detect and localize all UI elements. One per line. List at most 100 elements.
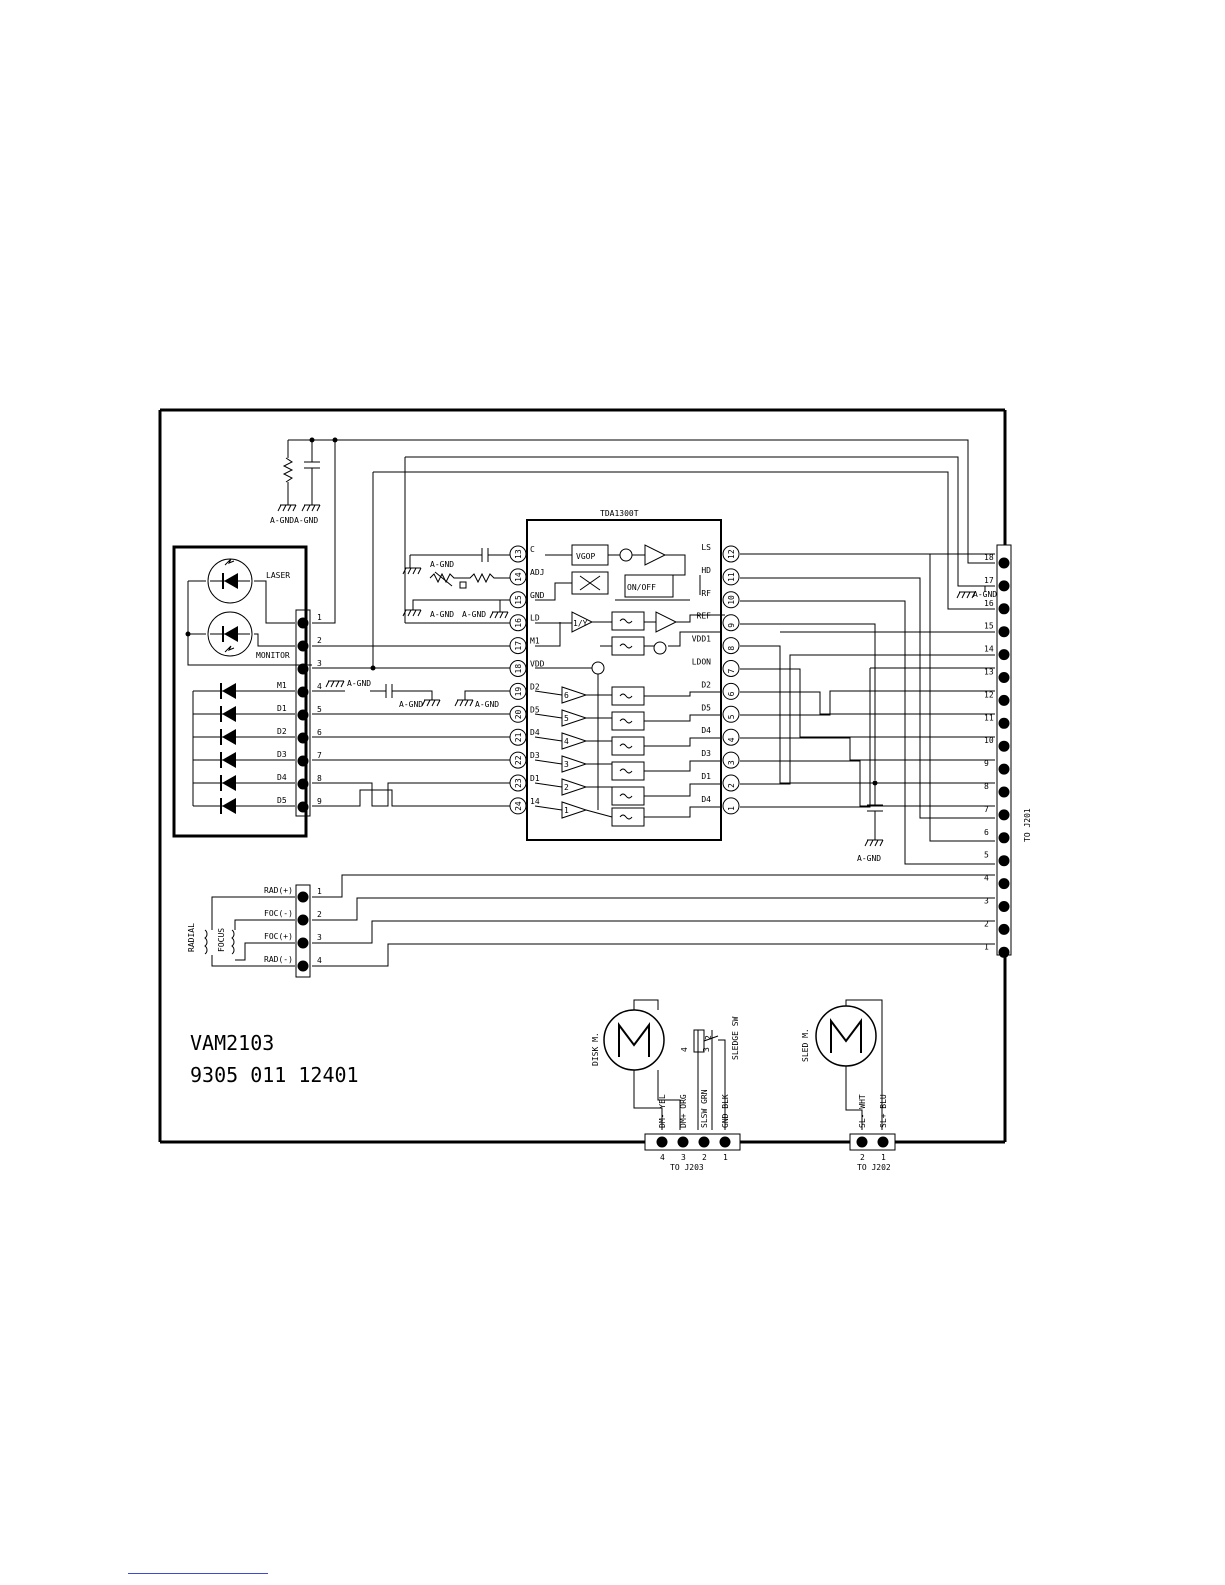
- ic-left-pin-circle: [509, 728, 527, 746]
- j202-pin-number: 1: [881, 1153, 886, 1162]
- ic-left-pin-number: 13: [514, 549, 523, 559]
- j202-connector-pin: [856, 1136, 868, 1148]
- ic-left-pin-circle: [509, 682, 527, 700]
- laser-connector-pin: [297, 778, 309, 790]
- laser-connector-pin: [297, 663, 309, 675]
- board-part-number: 9305 011 12401: [190, 1063, 359, 1087]
- laser-connector-pin: [297, 801, 309, 813]
- vgop-label: VGOP: [576, 552, 595, 561]
- ic-left-pin-circle: [509, 545, 527, 563]
- ic-left-pin-label: C: [530, 545, 535, 554]
- ic-right-pin-number: 10: [727, 595, 736, 605]
- ic-right-pin-circle: [722, 568, 740, 586]
- j201-pin-number: 13: [984, 668, 994, 677]
- ic-left-pin-label: D5: [530, 705, 540, 714]
- sledge-switch-icon: [693, 1029, 719, 1053]
- j202-connector-pin: [877, 1136, 889, 1148]
- sled-motor-icon: [815, 1005, 877, 1067]
- j201-pin-number: 7: [984, 805, 989, 814]
- coil-pin-label: FOC(+): [264, 932, 293, 941]
- j201-connector-pin: [998, 580, 1010, 592]
- j201-connector-pin: [998, 763, 1010, 775]
- ic-right-pin-circle: [722, 545, 740, 563]
- j201-connector-pin: [998, 855, 1010, 867]
- ic-left-pin-circle: [509, 751, 527, 769]
- gnd-label-j201: A-GND: [973, 590, 997, 599]
- ic-amp-label: 1: [564, 806, 569, 815]
- j201-pin-number: 6: [984, 828, 989, 837]
- ic-left-pin-circle: [509, 637, 527, 655]
- j201-pin-number: 14: [984, 645, 994, 654]
- junction-dot: [872, 780, 878, 786]
- ic-right-pin-circle: [722, 751, 740, 769]
- sledge-switch-label: SLEDGE SW: [731, 1016, 740, 1060]
- board-outline: [158, 408, 1007, 1144]
- j201-pin-number: 2: [984, 919, 989, 928]
- j203-wire-label: SLSW GRN: [700, 1089, 709, 1128]
- j201-pin-number: 16: [984, 599, 994, 608]
- ic-left-pin-number: 18: [514, 664, 523, 674]
- div-label: 1/Y: [573, 619, 588, 628]
- ic-left-pin-number: 20: [514, 709, 523, 719]
- laser-pin-label: D3: [277, 750, 287, 759]
- ic-amp-label: 2: [564, 783, 569, 792]
- laser-label: LASER: [266, 571, 290, 580]
- coil-pin-number: 4: [317, 956, 322, 965]
- laser-connector-pin: [297, 617, 309, 629]
- ic-left-pin-circle: [509, 660, 527, 677]
- coil-connector-pin: [297, 891, 309, 903]
- ic-right-pin-label: VDD1: [692, 635, 711, 644]
- j202-wire-label: SL- WHT: [858, 1094, 867, 1128]
- j203-connector-pin: [677, 1136, 689, 1148]
- ic-left-pin-number: 16: [514, 618, 523, 628]
- j201-connector-pin: [998, 557, 1010, 569]
- ic-left-pin-label: D1: [530, 774, 540, 783]
- ic-left-pin-number: 17: [514, 641, 523, 651]
- coil-connector-strip: [295, 884, 311, 978]
- j201-connector-pin: [998, 717, 1010, 729]
- j203-connector-strip: [644, 1133, 741, 1151]
- j201-connector-pin: [998, 832, 1010, 844]
- junction-dot: [185, 631, 191, 637]
- j201-connector-pin: [998, 809, 1010, 821]
- j201-pin-number: 3: [984, 897, 989, 906]
- coil-pin-label: RAD(+): [264, 886, 293, 895]
- ic-left-pin-circle: [509, 774, 527, 792]
- gnd-label-pin19: A-GND: [475, 700, 499, 709]
- ic-right-pin-label: D5: [701, 703, 711, 712]
- j201-pin-number: 18: [984, 553, 994, 562]
- ic-right-pin-circle: [722, 728, 740, 746]
- laser-pin-number: 9: [317, 797, 322, 806]
- laser-pin-number: 1: [317, 613, 322, 622]
- j201-connector-pin: [998, 694, 1010, 706]
- gnd-label-ref: A-GND: [857, 854, 881, 863]
- switch-pin-number: 4: [680, 1047, 689, 1052]
- j201-pin-number: 5: [984, 851, 989, 860]
- j202-label: TO J202: [857, 1163, 891, 1172]
- gnd-label-gnd15: A-GND: [430, 610, 454, 619]
- laser-connector-strip: [295, 609, 311, 817]
- footer-link-underline[interactable]: [128, 1573, 268, 1574]
- ic-right-pin-number: 11: [727, 572, 736, 582]
- gnd-label-adj: A-GND: [430, 560, 454, 569]
- j201-pin-number: 1: [984, 942, 989, 951]
- j203-label: TO J203: [670, 1163, 704, 1172]
- j203-pin-number: 1: [723, 1153, 728, 1162]
- ic-left-pin-label: D2: [530, 682, 540, 691]
- coil-pin-label: RAD(-): [264, 955, 293, 964]
- ic-right-pin-label: HD: [701, 566, 711, 575]
- j201-connector-pin: [998, 649, 1010, 661]
- ic-right-pin-number: 1: [727, 806, 736, 811]
- radial-label: RADIAL: [187, 923, 196, 952]
- ic-left-pin-number: 19: [514, 687, 523, 697]
- ic-right-pin-label: REF: [697, 612, 712, 621]
- ic-name: TDA1300T: [600, 509, 639, 518]
- ic-amp-label: 6: [564, 691, 569, 700]
- laser-connector-pin: [297, 755, 309, 767]
- ic-left-pin-number: 15: [514, 595, 523, 605]
- wires: [187, 439, 995, 1130]
- laser-pin-label: M1: [277, 681, 287, 690]
- photodiode-array-icon: [220, 682, 237, 815]
- coil-connector-pin: [297, 937, 309, 949]
